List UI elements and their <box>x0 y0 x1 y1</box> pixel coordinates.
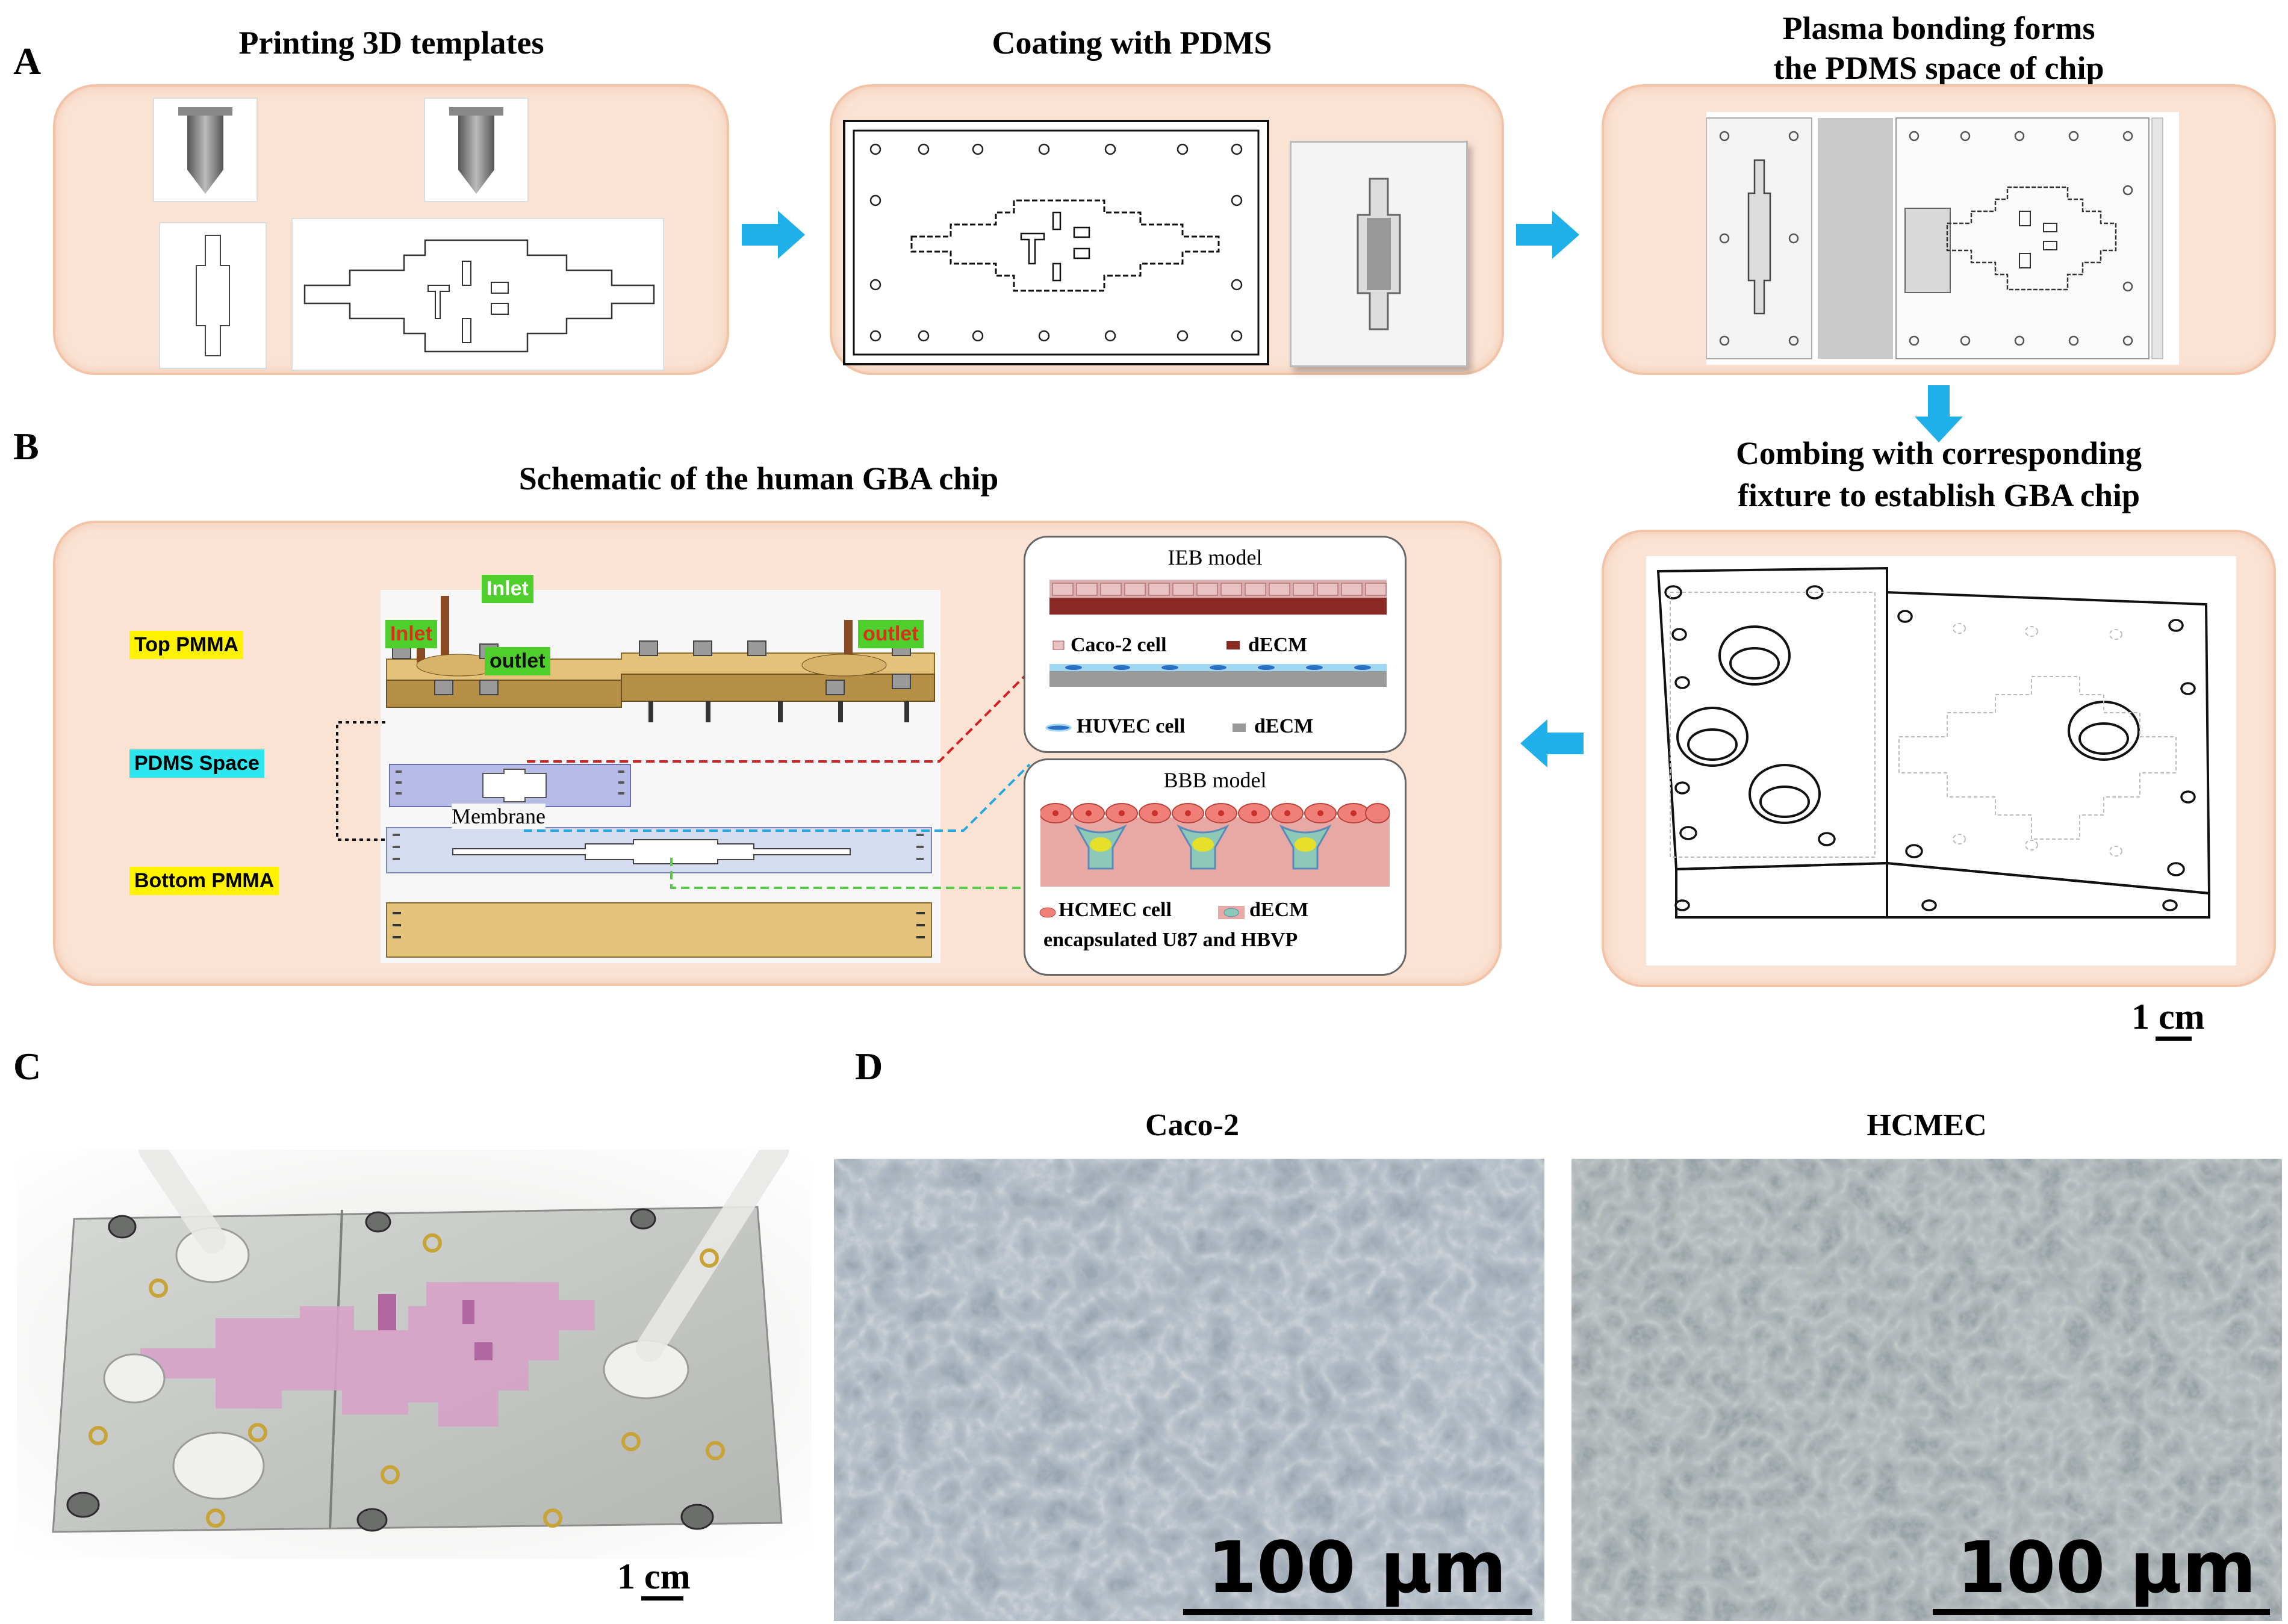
scale-bar-b <box>2156 1037 2192 1041</box>
step2-box <box>830 84 1504 375</box>
micrograph-hcmec: 100 µm <box>1571 1159 2282 1621</box>
template-large-channel <box>291 218 664 371</box>
micro-scale-bar-hcmec <box>1933 1609 2270 1615</box>
legend-decm-top: dECM <box>1248 634 1308 656</box>
bbb-model-box: BBB model HCMEC cell dECM encapsulated U… <box>1024 758 1407 976</box>
label-inlet-top: Inlet <box>482 575 533 603</box>
arrow-right-1 <box>742 211 805 259</box>
label-membrane: Membrane <box>452 804 546 829</box>
bonded-chip-drawing <box>1706 112 2179 365</box>
bbb-model-title: BBB model <box>1163 768 1267 792</box>
scale-bar-c <box>641 1596 683 1601</box>
legend-decm-bottom: dECM <box>1254 715 1314 737</box>
label-outlet-right: outlet <box>858 620 924 648</box>
arrow-left <box>1520 719 1584 767</box>
pdms-mold-large <box>843 120 1269 365</box>
label-outlet-center: outlet <box>485 647 550 675</box>
step2-title: Coating with PDMS <box>992 25 1272 61</box>
panel-letter-d: D <box>855 1045 883 1088</box>
label-inlet-left: Inlet <box>385 620 437 648</box>
arrow-down <box>1915 385 1963 442</box>
legend-decm-bbb: dECM <box>1249 899 1309 921</box>
step4-box <box>1602 530 2276 987</box>
scale-label-c: 1 cm <box>617 1557 691 1596</box>
template-mold-1 <box>153 98 258 202</box>
micro-label-hcmec: HCMEC <box>1867 1108 1987 1142</box>
label-pdms-space: PDMS Space <box>129 749 264 778</box>
connector-lines <box>524 670 1031 889</box>
panel-letter-a: A <box>13 40 42 82</box>
micrograph-caco2: 100 µm <box>834 1159 1544 1621</box>
step3-title-line2: the PDMS space of chip <box>1773 50 2104 86</box>
ieb-model-title: IEB model <box>1167 545 1263 569</box>
legend-caco2: Caco-2 cell <box>1071 634 1167 656</box>
step1-title: Printing 3D templates <box>238 25 544 61</box>
step3-box <box>1602 84 2276 375</box>
micro-scale-text-hcmec: 100 µm <box>1957 1526 2257 1609</box>
template-small-channel <box>159 222 267 369</box>
micro-scale-bar-caco2 <box>1183 1609 1532 1615</box>
schematic-title: Schematic of the human GBA chip <box>518 460 999 497</box>
scale-label-b: 1 cm <box>2131 997 2205 1037</box>
template-mold-2 <box>424 98 529 202</box>
step4-title-line1: Combing with corresponding <box>1735 435 2142 471</box>
panel-letter-b: B <box>13 425 39 468</box>
label-bottom-pmma: Bottom PMMA <box>129 867 279 895</box>
micro-label-caco2: Caco-2 <box>1145 1108 1239 1142</box>
pdms-mold-small <box>1290 141 1468 367</box>
step1-box <box>53 84 729 375</box>
pdms-bracket <box>336 721 385 841</box>
label-top-pmma: Top PMMA <box>129 631 244 659</box>
arrow-right-2 <box>1516 211 1579 259</box>
step4-title-line2: fixture to establish GBA chip <box>1737 477 2140 513</box>
legend-hcmec: HCMEC cell <box>1059 899 1172 921</box>
step3-title-line1: Plasma bonding forms <box>1782 10 2095 46</box>
assembled-chip-drawing <box>1646 556 2236 965</box>
chip-photo <box>17 1136 812 1559</box>
panel-letter-c: C <box>13 1045 42 1088</box>
legend-huvec: HUVEC cell <box>1077 715 1186 737</box>
ieb-model-box: IEB model Caco-2 cell dECM HUVEC cell dE… <box>1024 536 1407 753</box>
legend-encapsulated: encapsulated U87 and HBVP <box>1043 929 1298 951</box>
micro-scale-text-caco2: 100 µm <box>1207 1526 1507 1609</box>
